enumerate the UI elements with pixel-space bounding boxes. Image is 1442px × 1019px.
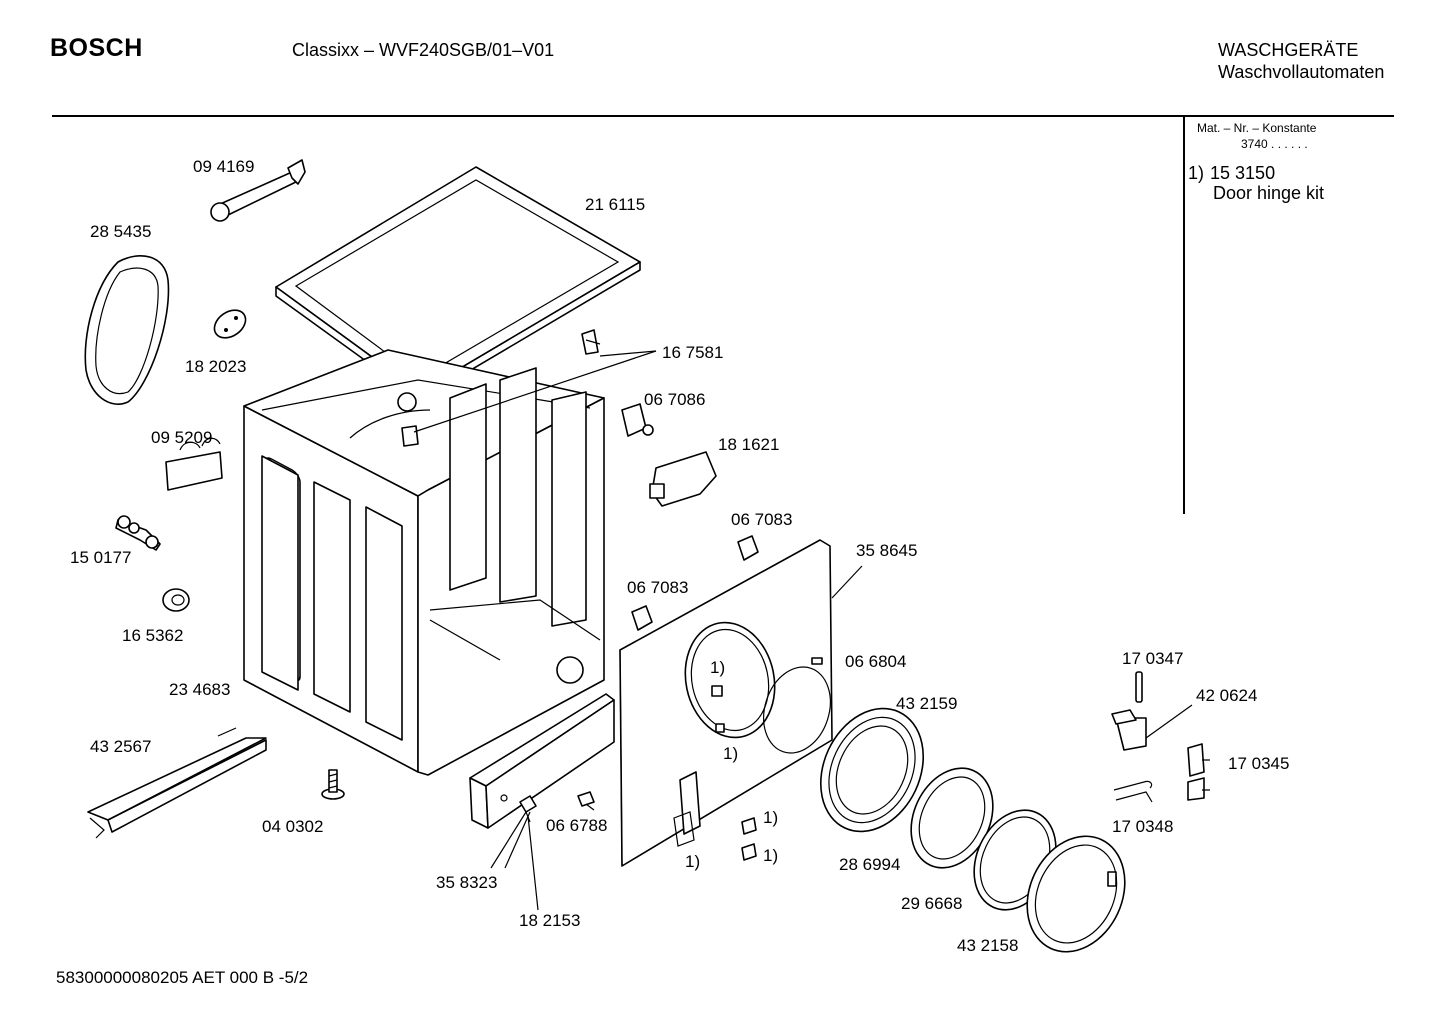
part-label-clip-upper[interactable]: 06 7083: [731, 510, 792, 529]
part-label-clamp[interactable]: 09 5209: [151, 428, 212, 447]
part-label-screw[interactable]: 06 6788: [546, 816, 607, 835]
ring-drawing: [763, 657, 831, 754]
cabinet-drawing: [243, 349, 605, 776]
leader-lines: [413, 350, 1193, 911]
part-label-ring[interactable]: 06 6804: [845, 652, 906, 671]
part-label-hinge[interactable]: 17 0345: [1228, 754, 1289, 773]
part-callouts: 09 4169 21 6115 28 5435 18 2023 16 7581 …: [70, 157, 1289, 955]
bracket-drawing: [621, 403, 654, 437]
document-code: 58300000080205 AET 000 B -5/2: [56, 968, 309, 987]
part-label-seal[interactable]: 28 5435: [90, 222, 151, 241]
part-label-pin[interactable]: 17 0347: [1122, 649, 1183, 668]
module-drawing: [649, 451, 717, 507]
footnote-marker: 1): [763, 808, 778, 827]
plinth-drawing: [87, 727, 267, 839]
category-subtitle: Waschvollautomaten: [1218, 62, 1385, 82]
plinth-panel-drawing: [469, 693, 615, 829]
footnote-markers: 1) 1) 1) 1) 1): [685, 658, 778, 871]
part-label-handle[interactable]: 42 0624: [1196, 686, 1257, 705]
part-label-valve[interactable]: 15 0177: [70, 548, 131, 567]
side-note-description: Door hinge kit: [1213, 183, 1325, 203]
clip-3-drawing: [631, 605, 653, 631]
part-label-plinth-panel[interactable]: 35 8323: [436, 873, 497, 892]
part-label-module[interactable]: 18 1621: [718, 435, 779, 454]
part-label-clip[interactable]: 16 7581: [662, 343, 723, 362]
glass-drawing: [910, 767, 994, 869]
wrench-drawing: [210, 159, 306, 222]
part-label-worktop[interactable]: 21 6115: [585, 195, 645, 214]
part-label-door-ring[interactable]: 43 2159: [896, 694, 957, 713]
part-label-spring[interactable]: 17 0348: [1112, 817, 1173, 836]
clip-drawing: [581, 329, 601, 355]
footnote-marker: 1): [763, 846, 778, 865]
side-note-marker: 1): [1188, 163, 1205, 183]
handle-drawing: [1111, 709, 1147, 751]
side-panel-divider: [1183, 116, 1185, 514]
foot-drawing: [162, 588, 190, 612]
category-title: WASCHGERÄTE: [1218, 40, 1359, 60]
part-label-clip-lower[interactable]: 06 7083: [627, 578, 688, 597]
part-label-foot-2[interactable]: 04 0302: [262, 817, 323, 836]
clip-2-drawing: [737, 535, 759, 561]
outer-ring-drawing: [1026, 835, 1126, 953]
part-label-plinth[interactable]: 43 2567: [90, 737, 151, 756]
door-ring-drawing: [819, 707, 925, 833]
part-label-cabinet[interactable]: 23 4683: [169, 680, 230, 699]
small-clips-drawing: [741, 817, 757, 861]
footnote-marker: 1): [710, 658, 725, 677]
brand-logo: BOSCH: [50, 34, 143, 62]
side-note-1: 1)15 3150: [1188, 163, 1275, 184]
footnote-marker: 1): [685, 852, 700, 871]
header-divider: [52, 115, 1394, 117]
part-label-foot[interactable]: 16 5362: [122, 626, 183, 645]
foot-2-drawing: [321, 769, 345, 800]
part-label-screw-2[interactable]: 18 2153: [519, 911, 580, 930]
front-panel-drawing: [619, 539, 833, 867]
part-label-wrench[interactable]: 09 4169: [193, 157, 254, 176]
cap-drawing: [213, 309, 247, 339]
part-label-front-panel[interactable]: 35 8645: [856, 541, 917, 560]
valve-drawing: [115, 515, 161, 551]
seal-drawing: [84, 254, 170, 405]
spring-drawing: [1113, 780, 1153, 803]
clamp-drawing: [165, 437, 223, 491]
side-panel-heading: Mat. – Nr. – Konstante: [1197, 121, 1317, 135]
model-title: Classixx – WVF240SGB/01–V01: [292, 40, 555, 60]
side-panel-constant: 3740 . . . . . .: [1241, 137, 1308, 151]
part-label-glass[interactable]: 28 6994: [839, 855, 900, 874]
part-label-outer-ring[interactable]: 43 2158: [957, 936, 1018, 955]
pin-drawing: [1135, 671, 1143, 703]
part-label-bracket[interactable]: 06 7086: [644, 390, 705, 409]
part-label-cap[interactable]: 18 2023: [185, 357, 246, 376]
side-note-part-number[interactable]: 15 3150: [1210, 163, 1276, 183]
footnote-marker: 1): [723, 744, 738, 763]
hinge-drawing: [1187, 743, 1210, 801]
part-label-inner-ring[interactable]: 29 6668: [901, 894, 962, 913]
screw-2-drawing: [577, 791, 595, 811]
